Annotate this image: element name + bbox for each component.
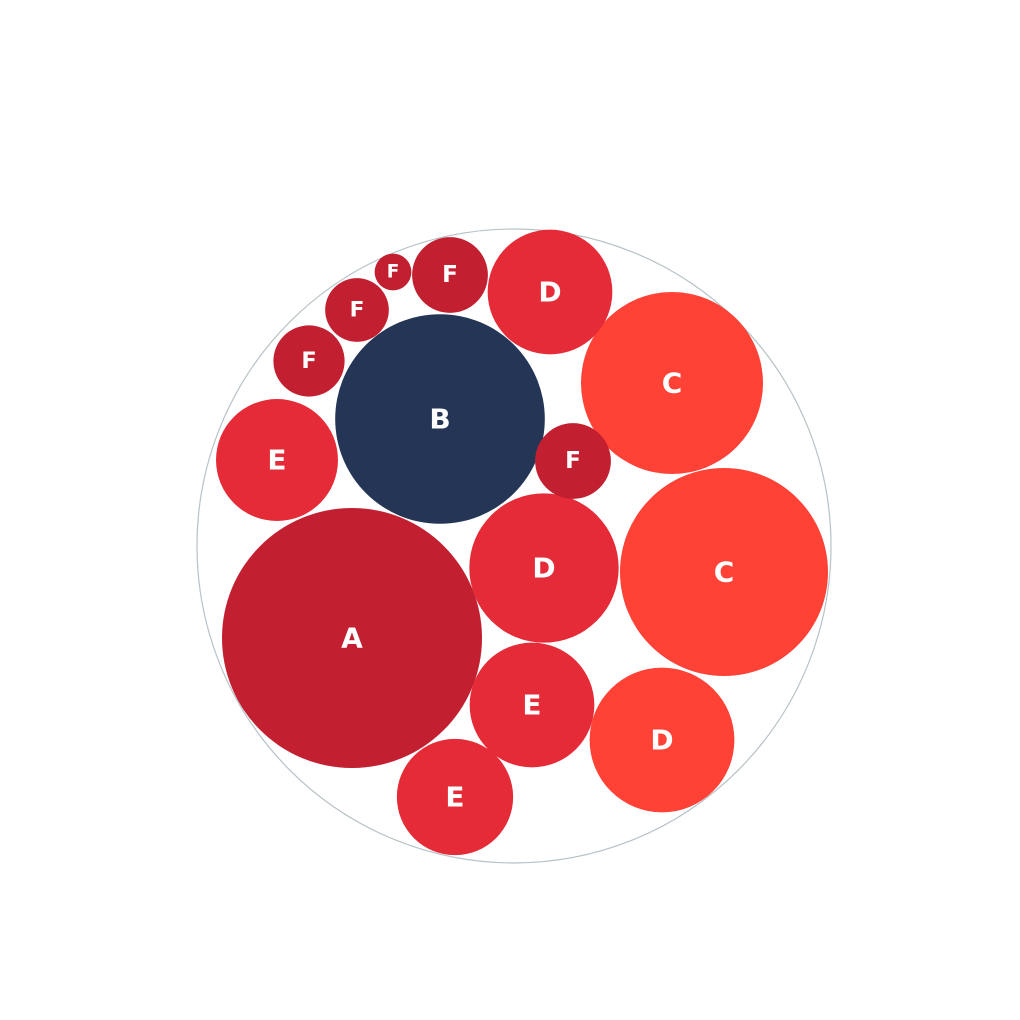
bubble-circle [335,314,545,524]
bubble-circle [222,508,482,768]
bubble-circle [469,642,595,768]
bubble-label: F [565,448,581,474]
bubble-label: E [522,689,541,722]
bubble-f: F [535,423,611,499]
bubble-label: D [650,724,673,757]
bubble-f: F [374,253,412,291]
bubble-b: B [335,314,545,524]
bubble-label: A [341,622,363,655]
bubble-label: B [429,403,450,436]
bubble-f: F [325,278,389,342]
bubble-label: F [387,262,400,283]
bubble-circle [273,325,345,397]
bubble-label: D [538,276,561,309]
bubble-label: E [445,781,464,814]
bubble-a: A [222,508,482,768]
bubble-circle [396,738,514,856]
bubble-label: F [350,298,365,323]
bubble-c: C [620,468,828,676]
bubble-label: F [301,348,316,374]
bubble-circle [469,493,619,643]
bubble-circle [535,423,611,499]
bubble-circle [216,399,338,521]
bubbles-layer: A B C C D D D E E E F F F F F [216,229,828,856]
bubble-e: E [469,642,595,768]
bubble-circle [325,278,389,342]
bubble-d: D [589,667,735,813]
bubble-label: C [714,556,735,589]
enclosing-circle [196,228,832,864]
bubble-circle [589,667,735,813]
bubble-label: F [442,262,458,288]
bubble-e: E [216,399,338,521]
bubble-label: E [267,444,286,477]
bubble-circle [412,237,488,313]
bubble-label: D [532,552,555,585]
bubble-f: F [273,325,345,397]
bubble-label: C [662,367,683,400]
bubble-d: D [469,493,619,643]
bubble-circle [581,292,763,474]
bubble-f: F [412,237,488,313]
bubble-circle [620,468,828,676]
bubble-e: E [396,738,514,856]
bubble-circle [374,253,412,291]
bubble-d: D [487,229,613,355]
bubble-circle [487,229,613,355]
bubble-c: C [581,292,763,474]
